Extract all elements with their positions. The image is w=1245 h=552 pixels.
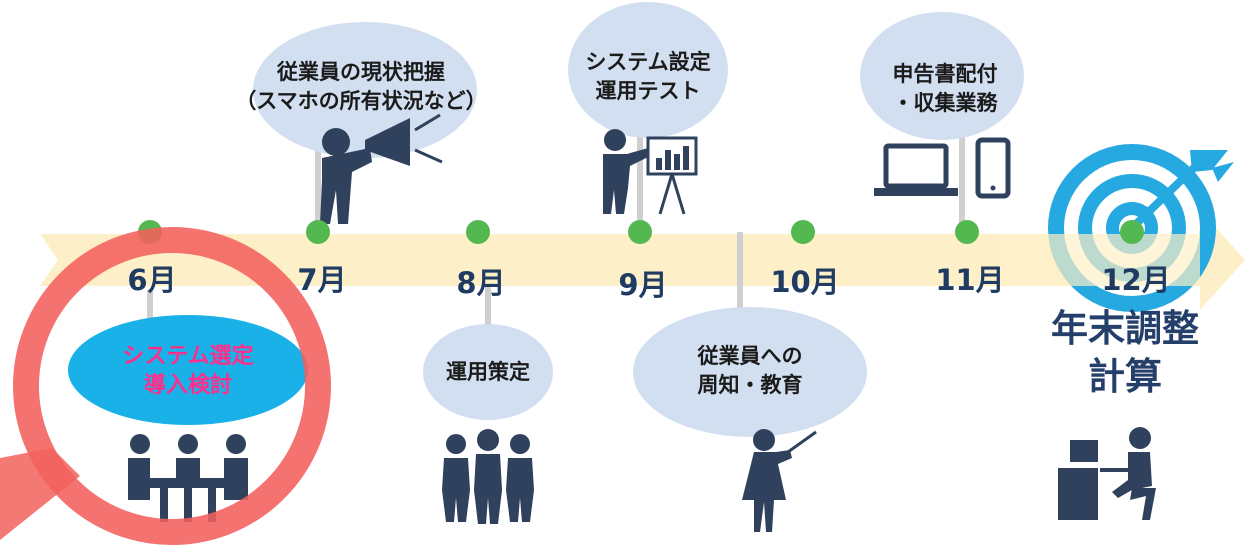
month-label-aug: 8月: [456, 266, 506, 300]
month-label-nov: 11月: [935, 263, 1005, 297]
milestone-jul-label: 従業員の現状把握 （スマホの所有状況など）: [226, 58, 496, 116]
milestone-jun-line2: 導入検討: [143, 373, 232, 398]
milestone-aug-label: 運用策定: [428, 358, 548, 387]
milestone-jul-line2: （スマホの所有状況など）: [235, 89, 487, 113]
milestone-dec-label: 年末調整 計算: [1010, 305, 1240, 401]
milestone-oct-line2: 周知・教育: [697, 373, 803, 397]
milestone-aug-line1: 運用策定: [446, 360, 530, 384]
magnifier-highlight-icon: [0, 227, 331, 545]
teacher-woman-icon: [742, 429, 817, 532]
dot-aug: [466, 220, 490, 244]
timeline-arrow-overlay: [1000, 234, 1200, 286]
bubbles: [68, 2, 1024, 437]
dot-jul: [306, 220, 330, 244]
bubble-aug: [423, 324, 553, 420]
milestone-dec-line1: 年末調整: [1051, 307, 1199, 350]
milestone-nov-line2: ・収集業務: [892, 91, 998, 115]
milestone-nov-line1: 申告書配付: [892, 62, 998, 86]
presentation-person-icon: [603, 129, 698, 215]
milestone-dots: [138, 220, 1144, 244]
milestone-oct-line1: 従業員への: [697, 344, 803, 368]
bubble-jul: [253, 22, 477, 158]
megaphone-person-icon: [320, 113, 443, 224]
month-label-sep: 9月: [618, 268, 668, 302]
dot-dec: [1120, 220, 1144, 244]
team-group-icon: [442, 429, 534, 524]
dot-nov: [955, 220, 979, 244]
timeline-arrow: [40, 210, 1245, 310]
milestone-nov-label: 申告書配付 ・収集業務: [860, 60, 1030, 118]
bubble-jun-selected: [68, 315, 308, 425]
desk-worker-icon: [1058, 427, 1156, 520]
milestone-sep-line1: システム設定: [585, 50, 711, 74]
milestone-jun-label: システム選定 導入検討: [96, 342, 280, 400]
bubble-sep: [568, 2, 728, 138]
month-label-jul: 7月: [297, 263, 347, 297]
milestone-oct-label: 従業員への 周知・教育: [650, 342, 850, 400]
milestone-jun-line1: システム選定: [122, 344, 254, 369]
month-label-dec: 12月: [1101, 263, 1171, 297]
dot-sep: [628, 220, 652, 244]
dot-oct: [791, 220, 815, 244]
milestone-sep-label: システム設定 運用テスト: [560, 48, 736, 106]
meeting-table-icon: [128, 434, 248, 522]
bubble-oct: [633, 307, 867, 437]
month-label-oct: 10月: [770, 265, 840, 299]
month-label-jun: 6月: [127, 263, 177, 297]
milestone-jul-line1: 従業員の現状把握: [277, 60, 445, 84]
milestone-sep-line2: 運用テスト: [595, 79, 701, 103]
milestone-dec-line2: 計算: [1088, 355, 1162, 398]
bubble-nov: [860, 12, 1024, 140]
laptop-smartphone-icon: [874, 137, 1011, 199]
